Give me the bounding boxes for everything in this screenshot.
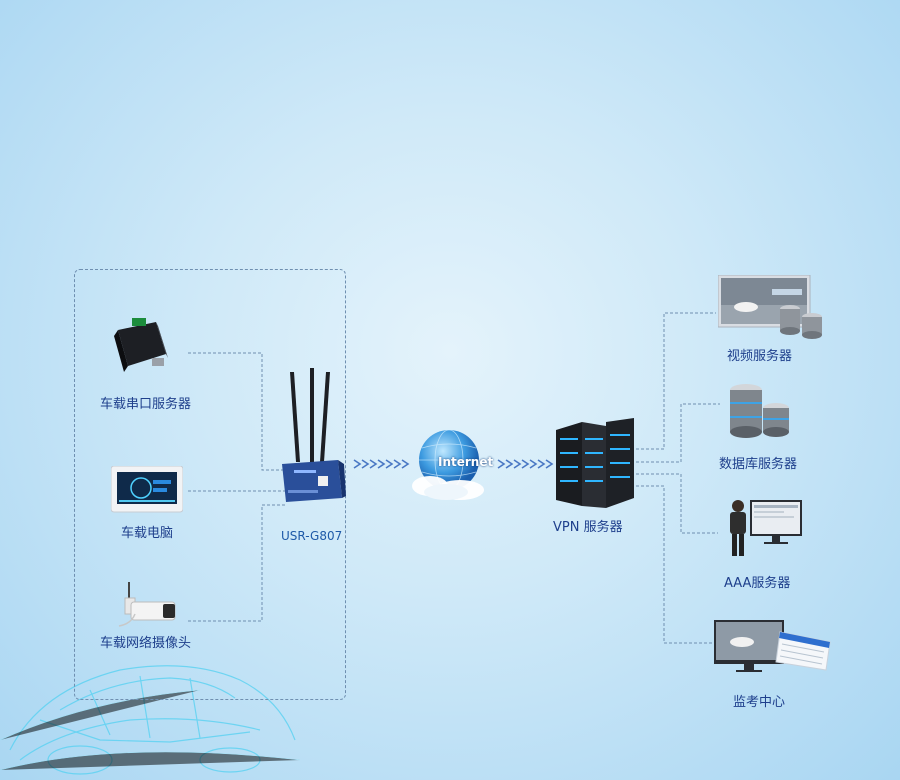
monitor-center-icon xyxy=(714,620,831,672)
video-server-icon xyxy=(718,275,822,339)
arrow-router-to-internet xyxy=(353,459,410,469)
database-server-label: 数据库服务器 xyxy=(719,457,798,472)
video-server-label: 视频服务器 xyxy=(727,349,793,364)
vpn-server-label: VPN 服务器 xyxy=(553,520,623,535)
internet-label: Internet xyxy=(438,455,494,469)
router-label: USR-G807 xyxy=(281,529,343,543)
serial-server-label: 车载串口服务器 xyxy=(100,397,192,412)
vehicle-pc-label: 车载电脑 xyxy=(121,526,174,541)
router-icon xyxy=(282,368,346,502)
arrow-internet-to-vpn xyxy=(497,459,554,469)
serial-server-icon xyxy=(114,318,168,372)
aaa-server-icon xyxy=(730,500,802,556)
internet-globe-icon xyxy=(412,429,484,500)
vehicle-pc-icon xyxy=(111,466,183,513)
network-camera-icon xyxy=(118,582,176,627)
vpn-server-icon xyxy=(556,418,634,508)
car-wireframe-illustration xyxy=(0,665,300,775)
aaa-server-label: AAA服务器 xyxy=(724,576,791,591)
network-camera-label: 车载网络摄像头 xyxy=(100,636,192,651)
database-server-icon xyxy=(730,384,789,438)
vehicle-group-box xyxy=(74,269,346,700)
monitor-center-label: 监考中心 xyxy=(733,695,786,710)
